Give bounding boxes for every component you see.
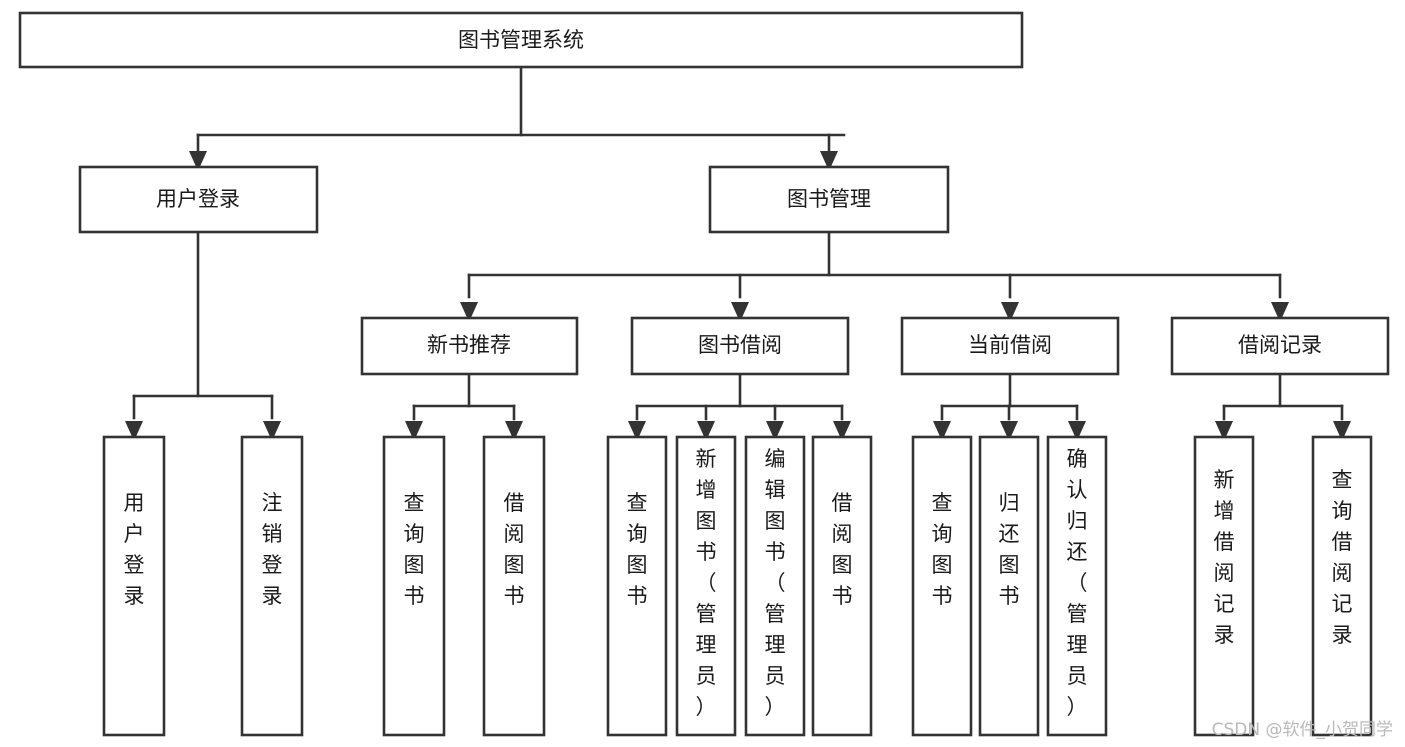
node-leaf-query-record-label: 查询借阅记录	[1332, 468, 1353, 647]
edge-group-book-borrow-to-leaves	[628, 372, 851, 441]
node-leaf-query-record[interactable]: 查询借阅记录	[1311, 435, 1373, 737]
node-leaf-borrow-book-2[interactable]: 借阅图书	[811, 435, 873, 737]
node-borrow-record-label: 借阅记录	[1238, 333, 1322, 357]
node-leaf-query-book-3[interactable]: 查询图书	[911, 435, 973, 737]
node-current-borrow-label: 当前借阅	[968, 333, 1052, 357]
node-user-login[interactable]: 用户登录	[78, 165, 319, 234]
edge-group-user-login-to-leaves	[125, 230, 281, 441]
node-book-borrow[interactable]: 图书借阅	[630, 316, 850, 376]
node-book-borrow-label: 图书借阅	[698, 333, 782, 357]
node-leaf-add-record-box	[1193, 435, 1255, 737]
node-book-management-label: 图书管理	[787, 187, 871, 211]
node-leaf-query-book-1[interactable]: 查询图书	[382, 435, 446, 737]
node-root-system[interactable]: 图书管理系统	[18, 11, 1024, 69]
edge-group-borrow-record-to-leaves	[1215, 372, 1351, 441]
node-new-book-recommend-box	[360, 316, 579, 376]
node-leaf-logout-login[interactable]: 注销登录	[240, 435, 304, 737]
node-leaf-edit-book-box	[744, 435, 806, 737]
node-leaf-return-book[interactable]: 归还图书	[978, 435, 1040, 737]
edge-group-current-borrow-to-leaves	[933, 372, 1086, 441]
edge-group-root-to-level2	[189, 65, 846, 171]
node-leaf-borrow-book-1-box	[482, 435, 546, 737]
node-leaf-user-login-label: 用户登录	[124, 491, 145, 608]
node-leaf-logout-login-label: 注销登录	[262, 491, 283, 608]
node-leaf-user-login[interactable]: 用户登录	[102, 435, 166, 737]
csdn-watermark: CSDN @软件_小贺同学	[1212, 720, 1393, 740]
node-leaf-logout-login-box	[240, 435, 304, 737]
node-book-management-box	[708, 165, 950, 234]
node-leaf-add-book-box	[675, 435, 737, 737]
node-new-book-recommend[interactable]: 新书推荐	[360, 316, 579, 376]
node-borrow-record[interactable]: 借阅记录	[1170, 316, 1390, 376]
node-leaf-edit-book[interactable]: 编辑图书（管理员）	[744, 435, 806, 737]
node-leaf-confirm-return-box	[1046, 435, 1108, 737]
node-root-label: 图书管理系统	[458, 28, 584, 52]
node-book-management[interactable]: 图书管理	[708, 165, 950, 234]
node-leaf-borrow-book-2-label: 借阅图书	[832, 491, 853, 608]
node-root-box	[18, 11, 1024, 69]
node-leaf-query-book-2-label: 查询图书	[627, 491, 648, 608]
edge-group-book-management-to-level3	[460, 230, 1289, 322]
edge-group-new-book-to-leaves	[405, 372, 523, 441]
node-leaf-add-book-label: 新增图书（管理员）	[696, 447, 717, 719]
node-leaf-add-record[interactable]: 新增借阅记录	[1193, 435, 1255, 737]
node-leaf-borrow-book-2-box	[811, 435, 873, 737]
node-current-borrow-box	[900, 316, 1120, 376]
node-book-borrow-box	[630, 316, 850, 376]
node-new-book-recommend-label: 新书推荐	[427, 333, 511, 357]
node-leaf-query-book-1-box	[382, 435, 446, 737]
node-leaf-add-record-label: 新增借阅记录	[1214, 468, 1235, 647]
node-leaf-return-book-box	[978, 435, 1040, 737]
node-leaf-borrow-book-1[interactable]: 借阅图书	[482, 435, 546, 737]
node-leaf-confirm-return-label: 确认归还（管理员）	[1067, 447, 1088, 719]
node-leaf-query-book-1-label: 查询图书	[404, 491, 425, 608]
node-leaf-add-book[interactable]: 新增图书（管理员）	[675, 435, 737, 737]
node-leaf-user-login-box	[102, 435, 166, 737]
node-leaf-confirm-return[interactable]: 确认归还（管理员）	[1046, 435, 1108, 737]
node-leaf-query-book-2[interactable]: 查询图书	[606, 435, 668, 737]
node-leaf-edit-book-label: 编辑图书（管理员）	[765, 447, 786, 719]
node-user-login-label: 用户登录	[156, 187, 240, 211]
node-current-borrow[interactable]: 当前借阅	[900, 316, 1120, 376]
node-borrow-record-box	[1170, 316, 1390, 376]
node-user-login-box	[78, 165, 319, 234]
node-leaf-query-book-3-box	[911, 435, 973, 737]
node-leaf-return-book-label: 归还图书	[999, 491, 1020, 608]
node-leaf-borrow-book-1-label: 借阅图书	[504, 491, 525, 608]
node-leaf-query-record-box	[1311, 435, 1373, 737]
node-leaf-query-book-3-label: 查询图书	[932, 491, 953, 608]
node-leaf-query-book-2-box	[606, 435, 668, 737]
